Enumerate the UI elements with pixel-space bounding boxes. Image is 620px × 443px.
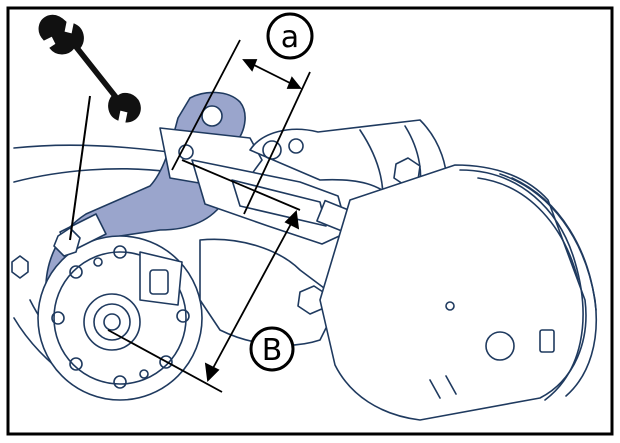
camshaft-end	[83, 293, 141, 351]
dimension-b-arrowhead-bottom	[204, 362, 220, 382]
gear-housing	[139, 251, 183, 306]
brake-chamber-clamp-inner	[511, 177, 597, 311]
dimension-a-arrow-shaft	[247, 61, 297, 87]
dimension-b	[107, 159, 301, 393]
label-b: B	[262, 333, 283, 368]
brake-chamber-body	[319, 164, 587, 421]
clevis-slot	[231, 179, 327, 227]
label-a-circle	[266, 12, 314, 60]
dimension-a-line-left	[171, 39, 241, 171]
wrench-icon	[38, 14, 141, 123]
gear-housing-window	[149, 269, 169, 295]
side-hex-nut	[11, 255, 29, 279]
chamber-port	[485, 331, 515, 361]
dimension-a-arrowhead-right	[286, 76, 302, 89]
dimension-b-line-top	[181, 159, 301, 211]
dimension-b-arrowhead-top	[284, 210, 300, 230]
axle-curve-lower	[13, 168, 171, 183]
lower-bracket	[199, 238, 341, 346]
adjuster-hex-nut	[53, 227, 81, 257]
label-b-circle	[249, 326, 295, 372]
chamber-fitting	[539, 329, 555, 353]
arm-pivot-hole	[201, 105, 223, 127]
dimension-a-arrowhead-left	[242, 59, 258, 72]
cam-plate-inner	[53, 251, 187, 385]
camshaft-hex	[93, 303, 131, 341]
brake-chamber-rim-2	[477, 177, 579, 281]
camshaft-center	[103, 313, 121, 331]
upper-mount-hole-2	[288, 138, 304, 154]
wrench-shape	[38, 14, 141, 123]
chamber-bolt-hole	[445, 301, 455, 311]
dimension-b-line-bottom	[107, 329, 223, 393]
brake-chamber-rim	[459, 169, 584, 401]
wrench-pointer-line	[69, 95, 91, 241]
upper-mount-hole-1	[262, 140, 282, 160]
dimension-b-arrow-shaft	[211, 221, 293, 371]
label-a: a	[281, 20, 299, 55]
chamber-stud	[429, 375, 457, 399]
